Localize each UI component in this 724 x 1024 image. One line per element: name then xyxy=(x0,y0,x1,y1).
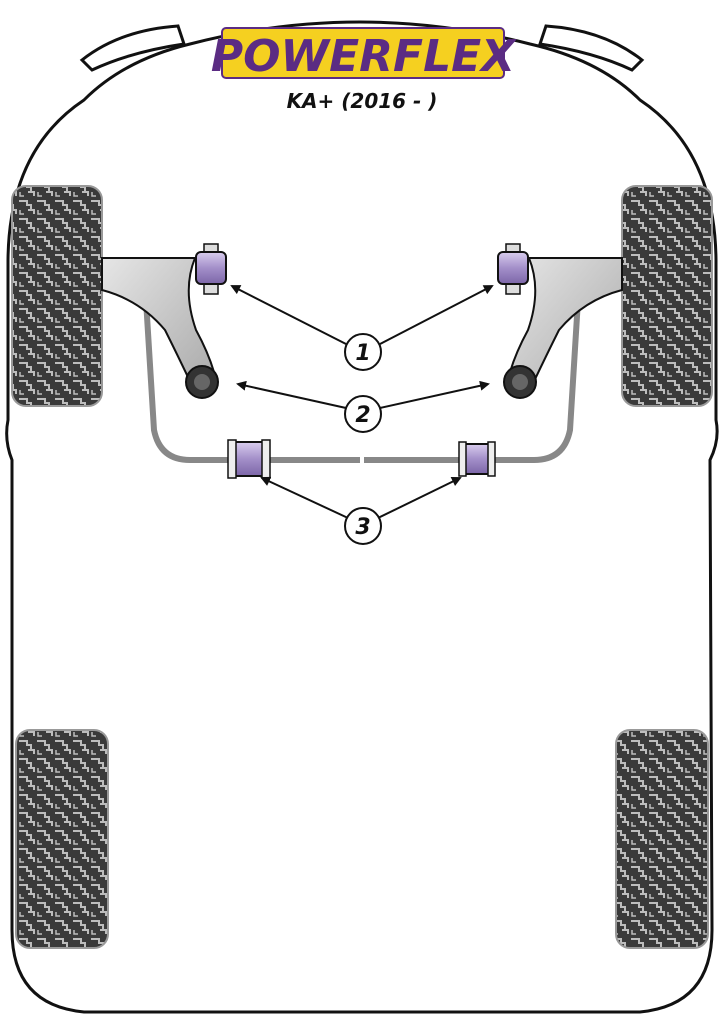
tyre-icon xyxy=(621,185,713,407)
callout-1: 1 xyxy=(344,333,382,371)
brand-logo: POWERFLEX xyxy=(211,27,517,82)
right-headlight xyxy=(538,24,645,72)
anti-roll-bar xyxy=(143,299,360,463)
bush-icon xyxy=(185,365,219,399)
bush-icon xyxy=(195,243,227,295)
bush-icon xyxy=(458,441,496,477)
bush-icon xyxy=(503,365,537,399)
callout-number: 3 xyxy=(355,515,370,540)
callout-arrows xyxy=(230,285,494,519)
callout-number: 2 xyxy=(355,403,370,428)
callout-number: 1 xyxy=(355,341,370,366)
bush-icon xyxy=(497,243,529,295)
brand-logo-text: POWERFLEX xyxy=(211,31,517,82)
tyre-icon xyxy=(15,729,109,949)
anti-roll-bar xyxy=(364,299,581,463)
tyre-icon xyxy=(615,729,709,949)
callout-3: 3 xyxy=(344,507,382,545)
bush-icon xyxy=(227,439,271,479)
tyre-icon xyxy=(11,185,103,407)
callout-2: 2 xyxy=(344,395,382,433)
model-title: KA+ (2016 - ) xyxy=(287,89,438,113)
left-headlight xyxy=(79,24,186,72)
